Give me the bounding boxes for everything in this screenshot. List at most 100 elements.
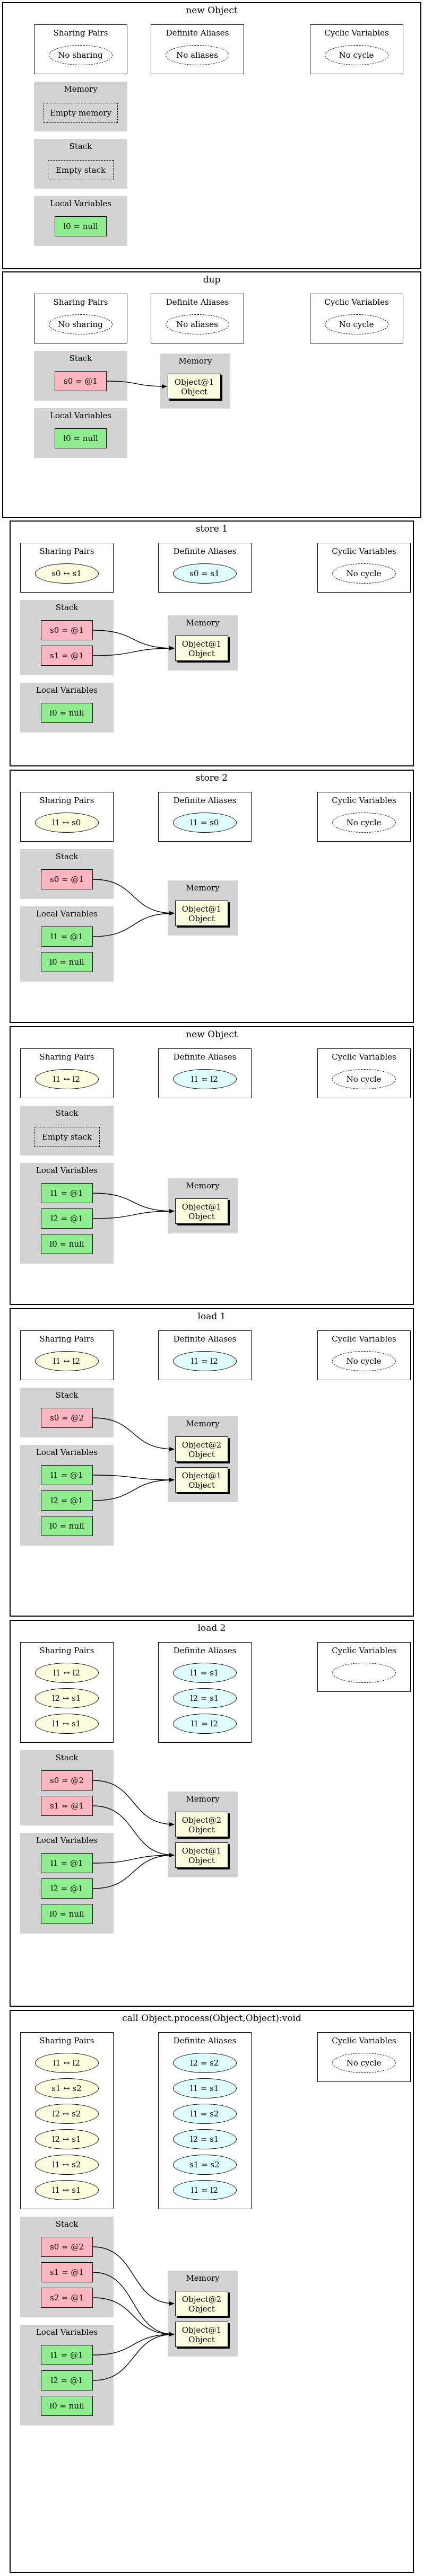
local-variable-node: l2 = @1 (41, 1878, 93, 1899)
stack-cluster-title: Stack (55, 852, 79, 861)
stack-slot-node: s1 = @1 (41, 1796, 93, 1816)
locals-cluster-title: Local Variables (36, 1448, 98, 1457)
reference-arrow (106, 381, 167, 389)
sharing-pair: l1 ↔ s2 (34, 2155, 99, 2175)
stack-slot-node: s0 = @1 (41, 869, 93, 889)
sharing-pairs-title: Sharing Pairs (39, 1646, 94, 1655)
sharing-pair: l1 ↔ s1 (34, 1714, 99, 1734)
object-type: Object (188, 2304, 215, 2314)
alias-pair: l1 = l2 (172, 1714, 237, 1734)
memory-cluster-title: Memory (186, 1794, 220, 1804)
local-variable-node: l0 = null (41, 1516, 93, 1536)
state-panel: store 2 (10, 770, 414, 1023)
empty-stack-node: Empty stack (48, 160, 114, 180)
cyclic-variables-title: Cyclic Variables (324, 28, 389, 38)
memory-cluster-title: Memory (186, 2273, 220, 2283)
alias-pair: No aliases (165, 45, 229, 65)
cyclic-entry: No cycle (332, 563, 396, 584)
cyclic-entry: No cycle (332, 813, 396, 833)
reference-arrow (92, 911, 175, 937)
local-variable-node: l0 = null (41, 1904, 93, 1924)
stack-cluster: Stack s0 = @1 (20, 849, 114, 899)
alias-pair: s1 = s2 (172, 2155, 237, 2175)
sharing-pair: No sharing (48, 314, 113, 334)
memory-cluster-title: Memory (64, 84, 98, 94)
definite-aliases-title: Definite Aliases (173, 1646, 237, 1655)
object-type: Object (188, 914, 215, 923)
cyclic-entry: No cycle (324, 45, 388, 65)
object-id: Object@2 (181, 2295, 222, 2304)
stack-slot-node: s1 = @1 (41, 2262, 93, 2282)
sharing-pair: l1 ↔ s0 (34, 813, 99, 833)
reference-arrow (92, 1805, 175, 1857)
sharing-pairs-title: Sharing Pairs (39, 1334, 94, 1344)
panel-title: load 2 (197, 1623, 226, 1634)
memory-cluster-title: Memory (178, 356, 212, 366)
object-id: Object@1 (181, 1471, 222, 1480)
object-id: Object@1 (181, 1846, 222, 1856)
local-variable-node: l1 = @1 (41, 2345, 93, 2365)
state-panel: dup (2, 271, 421, 518)
state-panel: new Object (2, 2, 421, 269)
definite-aliases-box: Definite Aliases s0 = s1 (158, 543, 252, 593)
stack-slot-node: s0 = @1 (41, 620, 93, 640)
locals-cluster-title: Local Variables (36, 909, 98, 919)
sharing-pairs-title: Sharing Pairs (39, 546, 94, 556)
object-type: Object (188, 1480, 215, 1490)
alias-pair: l2 = s1 (172, 1688, 237, 1708)
local-variable-node: l2 = @1 (41, 1490, 93, 1511)
sharing-pair: l1 ↔ l2 (34, 1663, 99, 1683)
cyclic-entry: No cycle (332, 2053, 396, 2073)
object-id: Object@1 (181, 2325, 222, 2335)
definite-aliases-title: Definite Aliases (173, 546, 237, 556)
panel-title: new Object (186, 5, 238, 16)
stack-cluster-title: Stack (69, 354, 92, 363)
reference-arrow (92, 1193, 175, 1213)
panel-title: load 1 (197, 1311, 226, 1322)
alias-pair: s0 = s1 (172, 563, 237, 584)
alias-pair: l1 = l2 (172, 1069, 237, 1089)
alias-pair: l1 = s0 (172, 813, 237, 833)
locals-cluster-title: Local Variables (36, 2327, 98, 2337)
alias-pair: No aliases (165, 314, 229, 334)
cyclic-variables-title: Cyclic Variables (332, 1646, 396, 1655)
reference-arrow (92, 2332, 175, 2356)
panel-title: dup (203, 275, 221, 285)
cyclic-variables-box: Cyclic Variables (317, 1642, 411, 1692)
sharing-pair: No sharing (48, 45, 113, 65)
reference-arrow (92, 646, 175, 656)
memory-cluster-title: Memory (186, 883, 220, 893)
stack-slot-node: s0 = @2 (41, 1770, 93, 1790)
